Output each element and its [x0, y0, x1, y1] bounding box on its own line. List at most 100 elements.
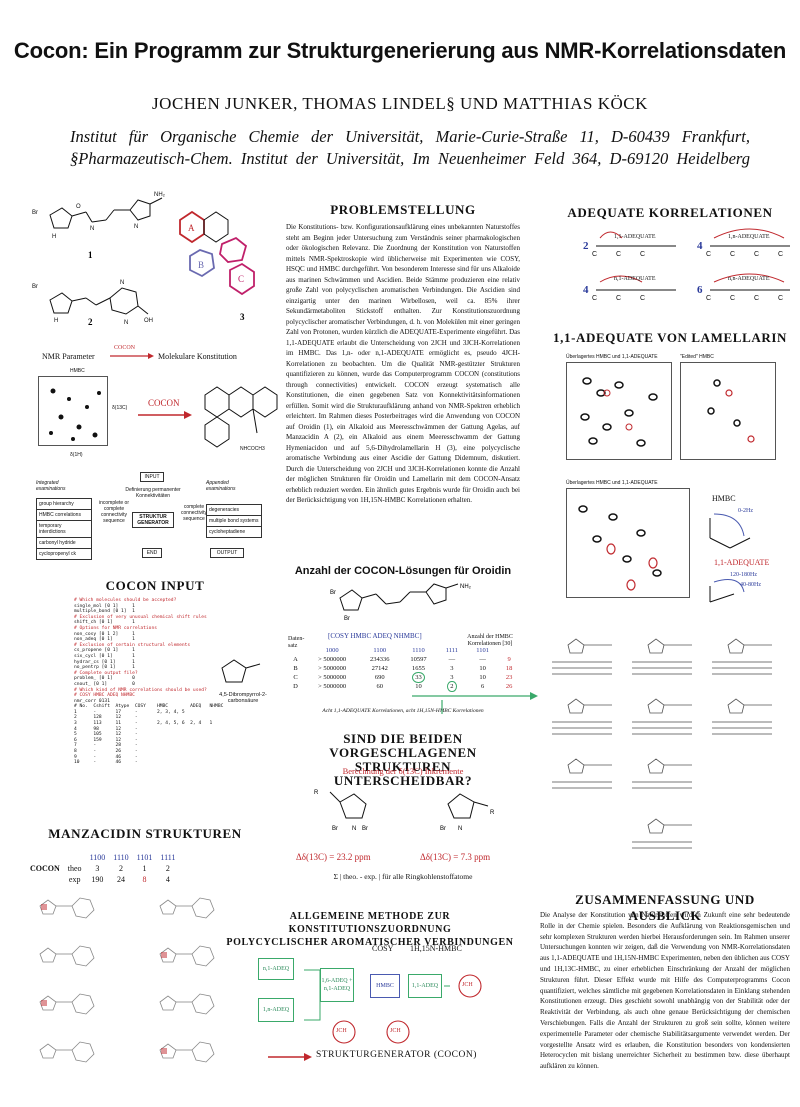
cocon-input-heading: COCON INPUT — [105, 578, 205, 593]
adeq-label-1: 1,1-ADEQUATE — [614, 234, 656, 240]
jch-label-1: JCH — [462, 982, 473, 988]
cocon-arrow-label: COCON — [114, 345, 136, 351]
nhmbc-label: 1H,15N-HMBC — [410, 944, 462, 953]
manzacidin-heading: MANZACIDIN STRUKTUREN — [48, 826, 242, 841]
adeq-d1: 2 — [583, 240, 589, 252]
axis-h: δ(1H) — [70, 452, 83, 458]
adeq11-box: 1,1-ADEQ — [408, 974, 442, 998]
svg-text:Br: Br — [344, 616, 350, 622]
delta-left: Δδ(13C) = 23.2 ppm — [296, 852, 371, 862]
spec2-label: "Edited" HMBC — [680, 354, 714, 360]
appended-label: Appended examinations — [206, 480, 236, 492]
zusammenfassung-heading: ZUSAMMENFASSUNG UND AUSBLICK — [575, 892, 755, 923]
adeq-label-3: n,1-ADEQUATE — [614, 276, 656, 282]
j1-label: 120-180Hz — [730, 572, 757, 578]
manzacidin-structures — [39, 897, 215, 1063]
methode-connectors — [304, 969, 482, 1044]
generator-arrow — [268, 1053, 312, 1061]
strukturgenerator-label: STRUKTURGENERATOR (COCON) — [316, 1050, 477, 1060]
svg-text:N: N — [352, 826, 356, 832]
delta-right: Δδ(13C) = 7.3 ppm — [420, 852, 491, 862]
end-box: END — [142, 548, 162, 558]
lamellarin-spec-3 — [566, 488, 690, 598]
svg-text:N: N — [120, 280, 124, 286]
adeq-diag-label: 1,1-ADEQUATE — [714, 558, 770, 567]
svg-text:Br: Br — [330, 590, 336, 596]
svg-text:OH: OH — [144, 318, 153, 324]
hmbc-spectrum — [38, 376, 108, 446]
dibrompyrrol-structure — [221, 659, 261, 683]
adeq-label-4: n,n-ADEQUATE — [728, 276, 770, 282]
svg-text:C: C — [592, 295, 597, 302]
adeq1n-box: 1,n-ADEQ — [258, 998, 294, 1022]
svg-text:O: O — [76, 204, 81, 210]
svg-text:C: C — [754, 251, 759, 258]
defining-label: Definierung permanenter Konnektivitäten — [125, 487, 181, 499]
svg-text:Br: Br — [332, 826, 338, 832]
ring-c: C — [238, 274, 244, 284]
substituent: NHCOCH3 — [240, 446, 265, 452]
affiliation: Institut für Organische Chemie der Unive… — [70, 127, 750, 168]
svg-text:C: C — [778, 295, 783, 302]
j1b-label: 40-80Hz — [740, 582, 761, 588]
svg-text:C: C — [640, 251, 645, 258]
author-list: JOCHEN JUNKER, THOMAS LINDEL§ UND MATTHI… — [152, 94, 648, 113]
jch-label-3: JCH — [390, 1028, 401, 1034]
svg-text:Br: Br — [362, 826, 368, 832]
axis-c: δ(13C) — [112, 405, 128, 411]
product-structure — [204, 386, 278, 448]
svg-text:C: C — [640, 295, 645, 302]
zusammenfassung-text: Die Analyse der Konstitution von Naturst… — [540, 911, 790, 1071]
svg-text:H: H — [52, 234, 56, 240]
left-items: group hierarchy HMBC correlations tempor… — [36, 498, 92, 560]
svg-text:C: C — [730, 251, 735, 258]
problem-heading: PROBLEMSTELLUNG — [330, 202, 476, 217]
inkremente-subtitle: Berechnung der δ(13C) Inkremente — [342, 766, 464, 776]
adeq-label-2: 1,n-ADEQUATE — [728, 234, 770, 240]
svg-text:C: C — [730, 295, 735, 302]
input-box: INPUT — [140, 472, 164, 482]
svg-text:R: R — [490, 810, 495, 816]
generator-box: STRUKTUR GENERATOR — [132, 512, 174, 528]
svg-text:N: N — [124, 320, 128, 326]
poster-title: Cocon: Ein Programm zur Strukturgenerier… — [13, 38, 787, 63]
adeq-d3: 4 — [583, 284, 589, 296]
label-1: 1 — [88, 250, 93, 260]
oroidin-heading: Anzahl der COCON-Lösungen für Oroidin — [294, 565, 512, 577]
right-item: degeneracies — [207, 505, 261, 516]
konstitution-label: Molekulare Konstitution — [158, 352, 237, 361]
cosy-label: COSY — [372, 944, 394, 953]
svg-text:C: C — [616, 295, 621, 302]
problem-text: Die Konstitutions- bzw. Konfigurationsau… — [286, 223, 520, 504]
incomplete-label: incomplete or complete connectivity sequ… — [98, 500, 129, 524]
methode-heading: ALLGEMEINE METHODE ZUR KONSTITUTIONSZUOR… — [226, 911, 514, 948]
jch-label-2: JCH — [336, 1028, 347, 1034]
lamellarin-spec-1 — [566, 362, 672, 460]
hmbc-box: HMBC — [370, 974, 400, 998]
svg-text:NH₂: NH₂ — [460, 584, 472, 590]
lamellarin-spec-2 — [680, 362, 776, 460]
j2-label: 0-2Hz — [738, 508, 753, 514]
nmr-param-label: NMR Parameter — [42, 352, 95, 361]
left-item: temporary interdictions — [37, 521, 91, 538]
cocon-input-code: # Which molecules should be accepted? si… — [74, 598, 224, 766]
cocon-arrow — [138, 411, 192, 419]
right-items: degeneracies multiple bond systems cyclo… — [206, 504, 262, 538]
cocon-label: COCON — [148, 398, 180, 408]
candidate-grid — [552, 638, 772, 849]
spec1-label: Überlagertes HMBC und 1,1-ADEQUATE — [566, 354, 658, 360]
label-3: 3 — [240, 312, 245, 322]
left-item: group hierarchy — [37, 499, 91, 510]
right-item: cycloheptadiene — [209, 529, 246, 535]
ring-b: B — [198, 260, 204, 270]
dibrompyrrol-label: 4,5-Dibrompyrrol-2-carbonsäure — [219, 692, 267, 704]
svg-text:N: N — [458, 826, 462, 832]
